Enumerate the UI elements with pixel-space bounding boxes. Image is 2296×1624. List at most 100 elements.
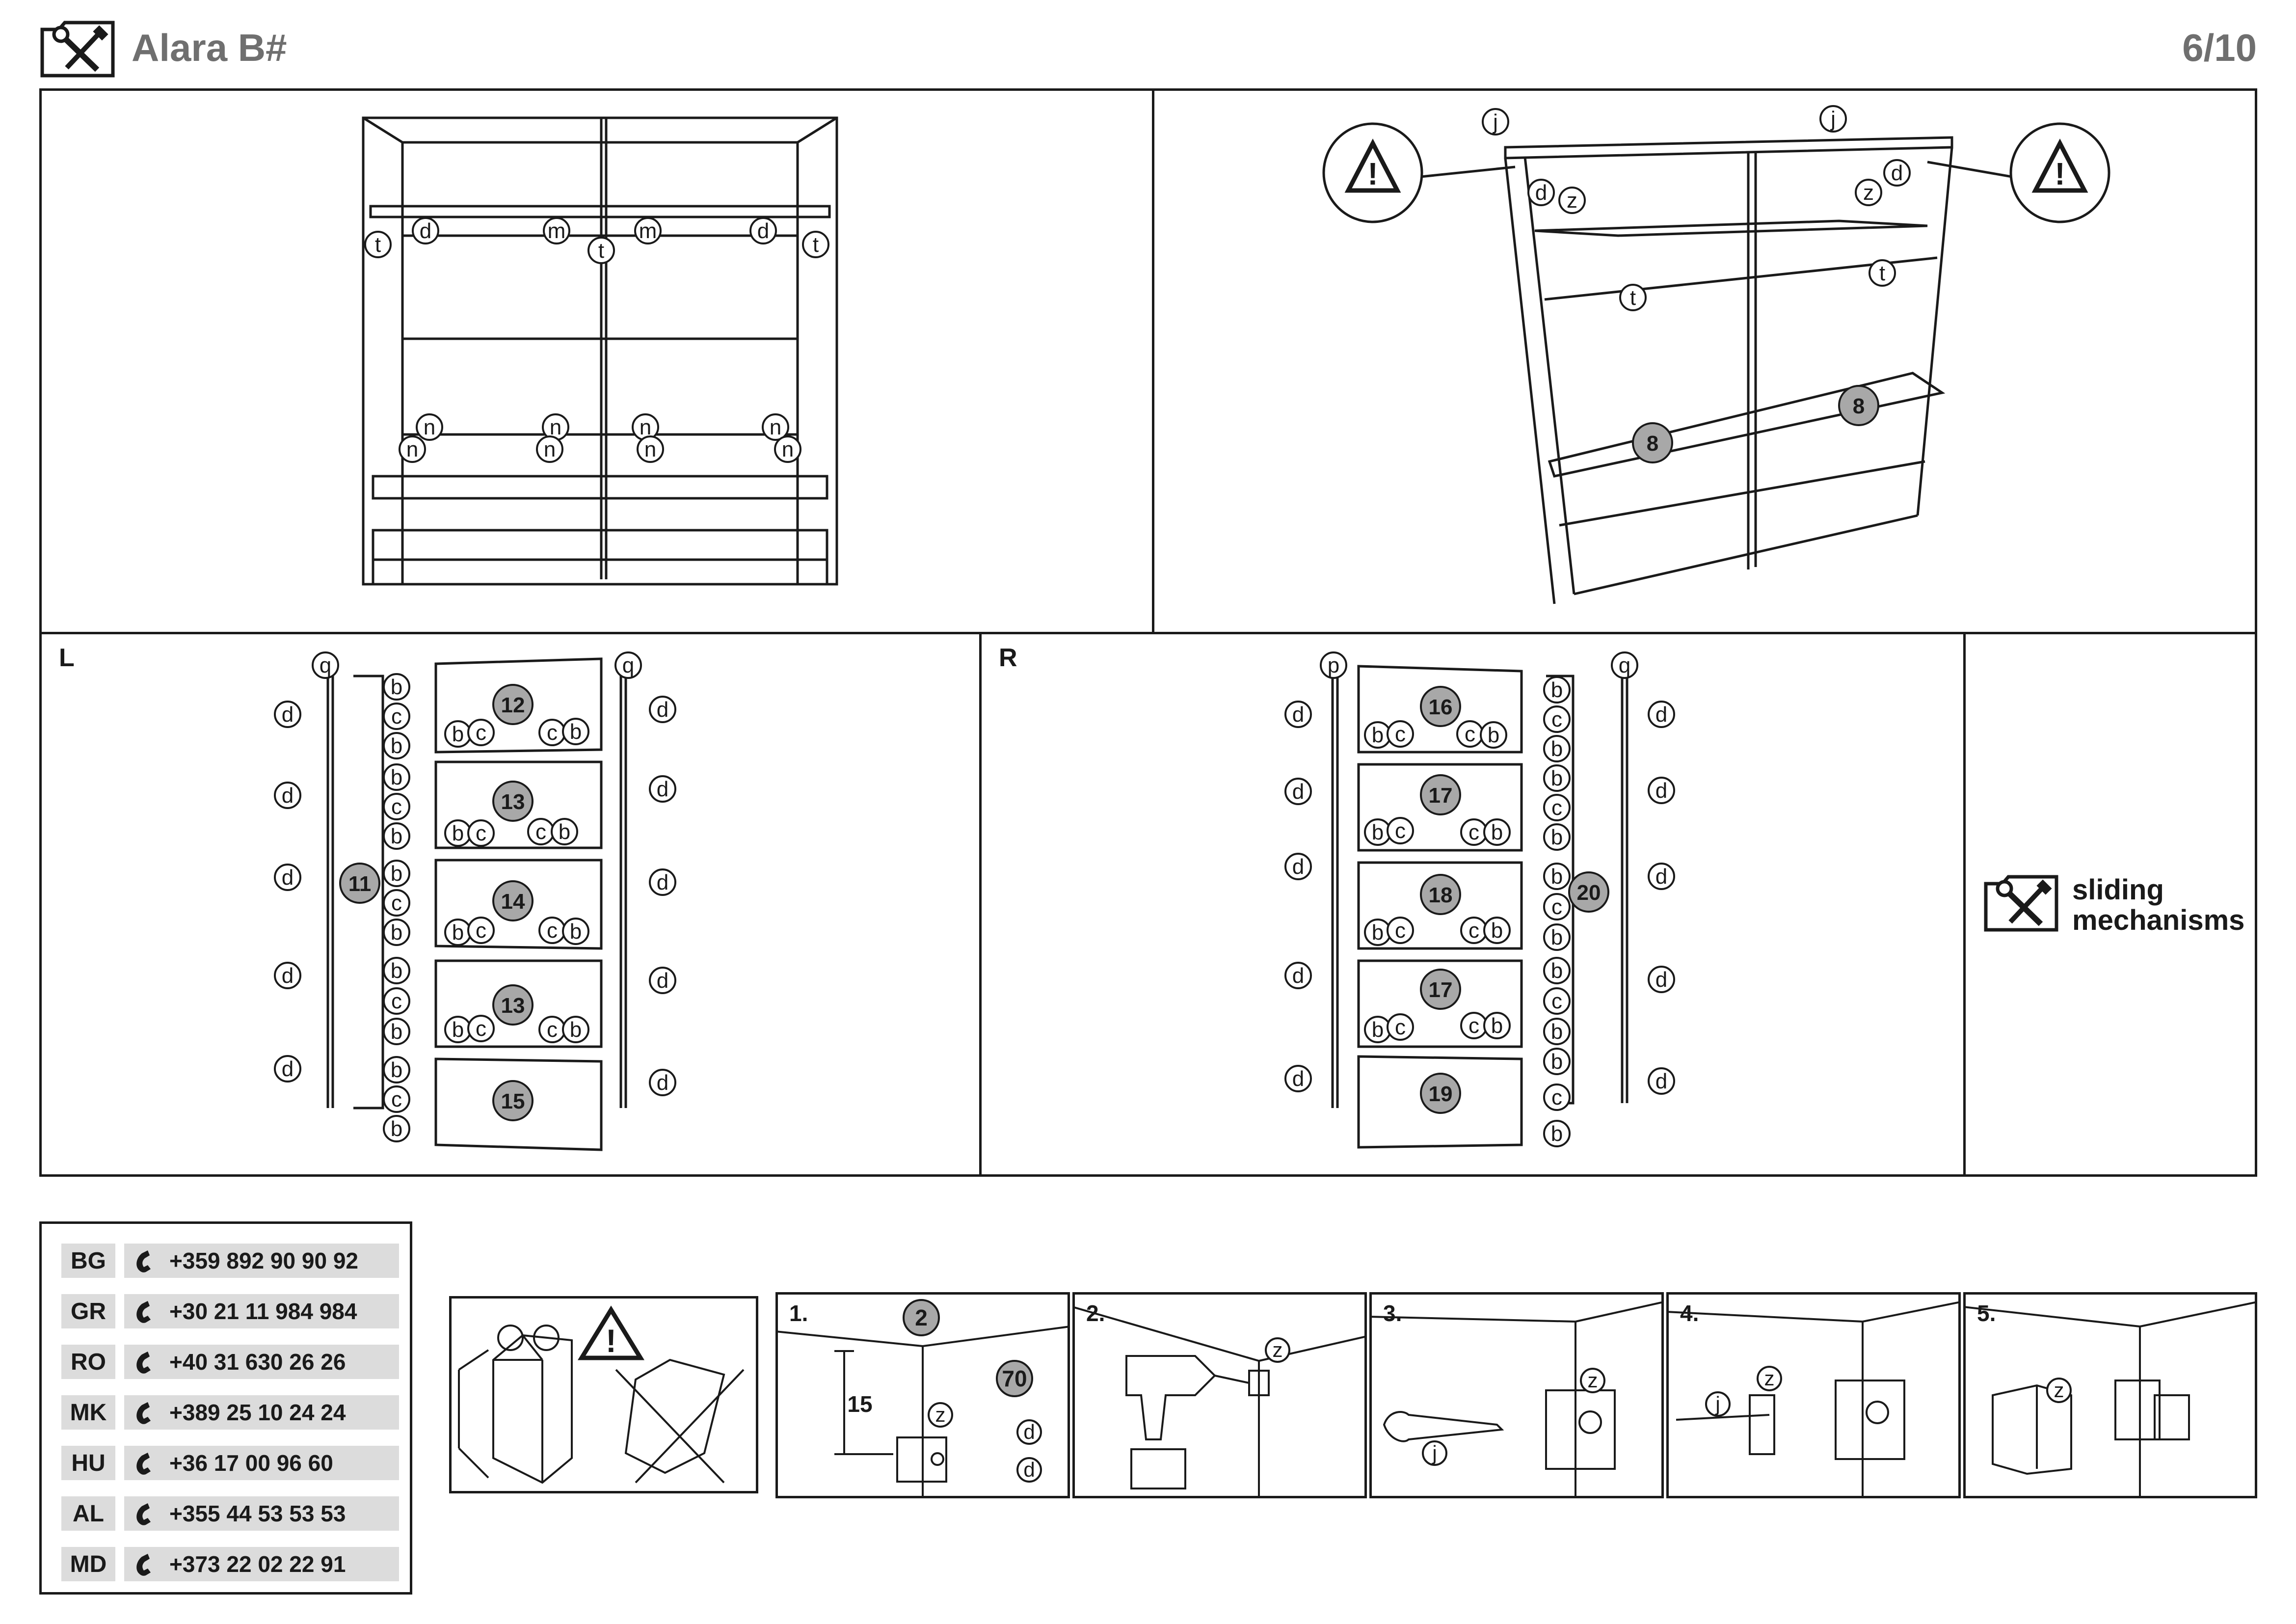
label-t: t <box>375 233 381 257</box>
label-d: d <box>282 703 294 727</box>
label-c: c <box>1551 1085 1562 1110</box>
label-n: n <box>782 437 794 461</box>
label-z: z <box>935 1403 946 1426</box>
phone-number-cell: +36 17 00 96 60 <box>124 1446 399 1480</box>
label-d: d <box>1292 964 1304 988</box>
sliding-mechanisms-label: sliding mechanisms <box>2072 875 2244 936</box>
panel-letter: L <box>59 644 75 672</box>
label-d: d <box>420 219 431 243</box>
part-number: 11 <box>348 872 372 896</box>
label-d: d <box>1292 855 1304 879</box>
label-t: t <box>598 239 604 263</box>
label-b: b <box>1551 959 1563 983</box>
tip-over-warning-box <box>449 1296 758 1493</box>
label-b: b <box>391 734 402 758</box>
document-title: Alara B# <box>132 26 287 69</box>
phone-row: BG +359 892 90 90 92 <box>61 1244 405 1278</box>
label-n: n <box>644 437 656 461</box>
label-c: c <box>1551 895 1562 919</box>
label-c: c <box>391 1087 402 1111</box>
phone-number: +36 17 00 96 60 <box>169 1450 333 1476</box>
part-number: 20 <box>1577 881 1601 905</box>
part-number: 14 <box>501 890 525 914</box>
label-j: j <box>1830 107 1836 131</box>
label-c: c <box>547 919 558 943</box>
label-d: d <box>1023 1458 1035 1481</box>
label-n: n <box>550 415 561 439</box>
label-n: n <box>544 437 556 461</box>
phone-icon <box>136 1503 151 1525</box>
label-b: b <box>452 1018 464 1042</box>
label-d: d <box>282 866 294 890</box>
label-d: d <box>657 777 668 801</box>
label-c: c <box>535 820 546 844</box>
step-2-box <box>1072 1292 1367 1498</box>
step-4-illustration: z j <box>1666 1301 1961 1498</box>
label-b: b <box>391 959 402 983</box>
label-d: d <box>1655 779 1667 803</box>
label-d: d <box>657 1071 668 1095</box>
part-number: 70 <box>1002 1366 1027 1391</box>
label-q: q <box>320 653 331 677</box>
phone-number-cell: +355 44 53 53 53 <box>124 1496 399 1531</box>
phone-row: RO +40 31 630 26 26 <box>61 1345 405 1379</box>
phone-number: +40 31 630 26 26 <box>169 1349 346 1375</box>
label-m: m <box>548 219 566 243</box>
label-c: c <box>1468 1014 1479 1038</box>
label-c: c <box>547 1018 558 1042</box>
label-d: d <box>1891 161 1903 185</box>
label-d: d <box>1655 1069 1667 1093</box>
label-c: c <box>391 989 402 1013</box>
label-b: b <box>1551 865 1563 889</box>
part-number: 13 <box>501 790 525 814</box>
part-number: 18 <box>1429 883 1453 907</box>
country-code: MK <box>61 1395 115 1430</box>
country-code: MD <box>61 1547 115 1581</box>
part-number: 2 <box>915 1305 928 1330</box>
label-b: b <box>1491 1014 1503 1038</box>
phone-number: +359 892 90 90 92 <box>169 1248 358 1273</box>
label-b: b <box>391 1020 402 1044</box>
label-z: z <box>1273 1338 1283 1361</box>
label-m: m <box>639 219 657 243</box>
label-c: c <box>1465 722 1475 746</box>
label-t: t <box>1879 261 1885 285</box>
country-code: RO <box>61 1345 115 1379</box>
label-d: d <box>1655 703 1667 727</box>
phone-number-cell: +30 21 11 984 984 <box>124 1294 399 1328</box>
label-d: d <box>1023 1420 1035 1443</box>
sliding-mechanisms-panel <box>1963 632 2257 1177</box>
step-4-box <box>1666 1292 1961 1498</box>
label-b: b <box>1372 820 1384 844</box>
phone-icon <box>136 1301 151 1323</box>
label-q: q <box>622 653 634 677</box>
phone-number-cell: +359 892 90 90 92 <box>124 1244 399 1278</box>
label-z: z <box>1764 1367 1775 1390</box>
label-d: d <box>282 964 294 988</box>
step-3-illustration: z j <box>1369 1301 1664 1498</box>
label-d: d <box>1292 1067 1304 1091</box>
country-code: BG <box>61 1244 115 1278</box>
country-code: HU <box>61 1446 115 1480</box>
label-d: d <box>1655 865 1667 889</box>
step-3-box <box>1369 1292 1664 1498</box>
label-j: j <box>1431 1441 1437 1464</box>
phone-number: +389 25 10 24 24 <box>169 1400 346 1425</box>
label-j: j <box>1492 110 1498 134</box>
label-c: c <box>476 821 486 845</box>
label-b: b <box>1551 925 1563 949</box>
step-number: 3. <box>1383 1300 1402 1326</box>
tools-icon <box>40 21 115 78</box>
label-b: b <box>391 920 402 945</box>
door-right-diagram: p q d d d d d d d d d d b c b b c b b c … <box>1284 651 1675 1149</box>
phone-row: HU +36 17 00 96 60 <box>61 1446 405 1480</box>
phone-row: AL +355 44 53 53 53 <box>61 1496 405 1531</box>
part-number: 8 <box>1853 394 1865 418</box>
label-b: b <box>452 722 464 746</box>
label-b: b <box>1551 737 1563 761</box>
phone-number-cell: +389 25 10 24 24 <box>124 1395 399 1430</box>
label-c: c <box>1551 796 1562 820</box>
label-n: n <box>640 415 651 439</box>
part-number: 8 <box>1647 432 1658 456</box>
page-number: 6/10 <box>2182 26 2257 69</box>
